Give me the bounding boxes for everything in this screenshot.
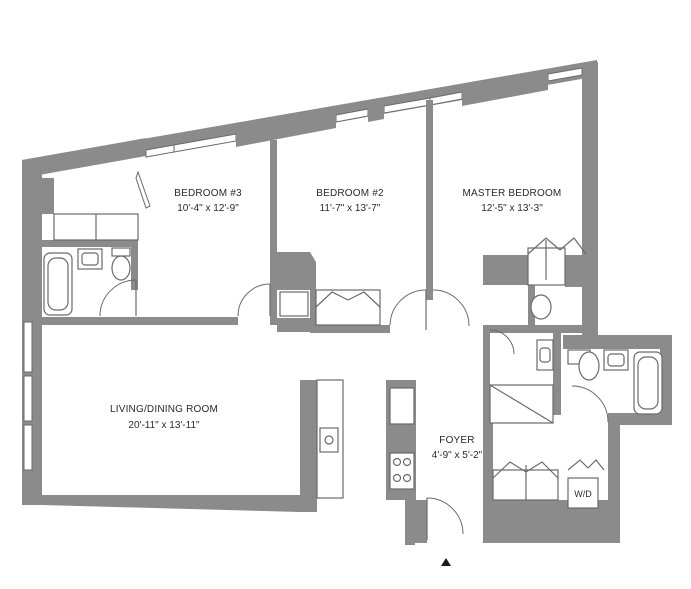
- living-room-size: 20'-11" x 13'-11": [128, 420, 200, 431]
- kitchen: [316, 379, 415, 499]
- master-bedroom-label: MASTER BEDROOM: [463, 188, 562, 199]
- right-bath: [567, 349, 663, 423]
- bath3: [43, 247, 271, 317]
- bedroom3-closet: [53, 170, 151, 241]
- bedroom2-closet: [279, 289, 427, 330]
- master-closet: [432, 237, 587, 327]
- bedroom2-label: BEDROOM #2: [316, 188, 384, 199]
- left-windows: [23, 321, 33, 471]
- bedroom3-label: BEDROOM #3: [174, 188, 242, 199]
- interior-walls: [42, 100, 583, 545]
- window-sills: [22, 76, 548, 174]
- living-room-label: LIVING/DINING ROOM: [110, 404, 218, 415]
- master-bath: [489, 294, 554, 424]
- foyer-size: 4'-9" x 5'-2": [432, 450, 483, 461]
- foyer-label: FOYER: [439, 435, 474, 446]
- bedroom3-size: 10'-4" x 12'-9": [177, 203, 239, 214]
- bedroom2-size: 11'-7" x 13'-7": [320, 203, 381, 214]
- entry-arrow-icon: [441, 558, 451, 566]
- master-bedroom-size: 12'-5" x 13'-3": [481, 203, 543, 214]
- foyer-closets: [426, 459, 605, 540]
- top-windows: [145, 67, 583, 158]
- washer-dryer-label: W/D: [574, 489, 592, 499]
